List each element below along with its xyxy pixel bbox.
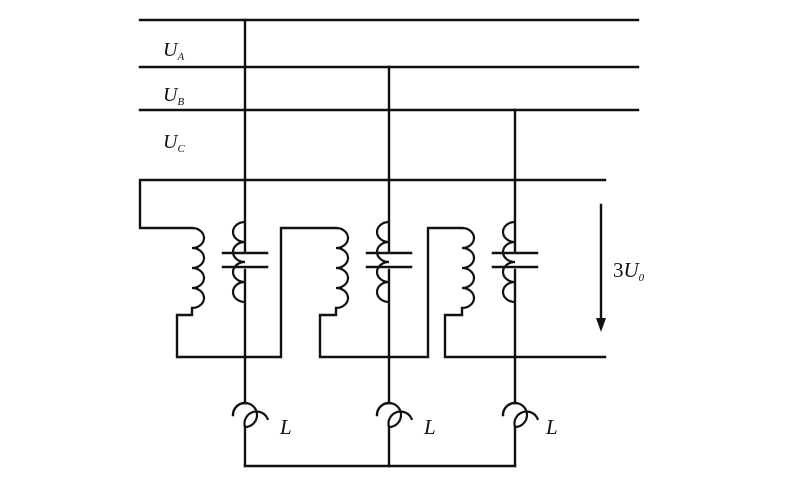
voltage-arrow [596,203,606,332]
label-phase-c: UC [163,131,185,155]
label-phase-a: UA [163,39,184,63]
lamp-1 [231,401,270,429]
label-lamp-3: L [545,415,558,439]
lamp-return-wiring [243,425,517,468]
coupling-marks [221,251,539,269]
primary-coils [231,220,516,304]
open-delta-wiring [138,178,607,359]
phase-drops [243,18,517,405]
label-lamp-2: L [423,415,436,439]
label-open-delta-voltage: 3U0 [613,258,645,284]
secondary-coils [191,226,476,310]
label-lamp-1: L [279,415,292,439]
label-phase-b: UB [163,84,184,108]
lamp-3 [501,401,540,429]
lamp-2 [375,401,414,429]
